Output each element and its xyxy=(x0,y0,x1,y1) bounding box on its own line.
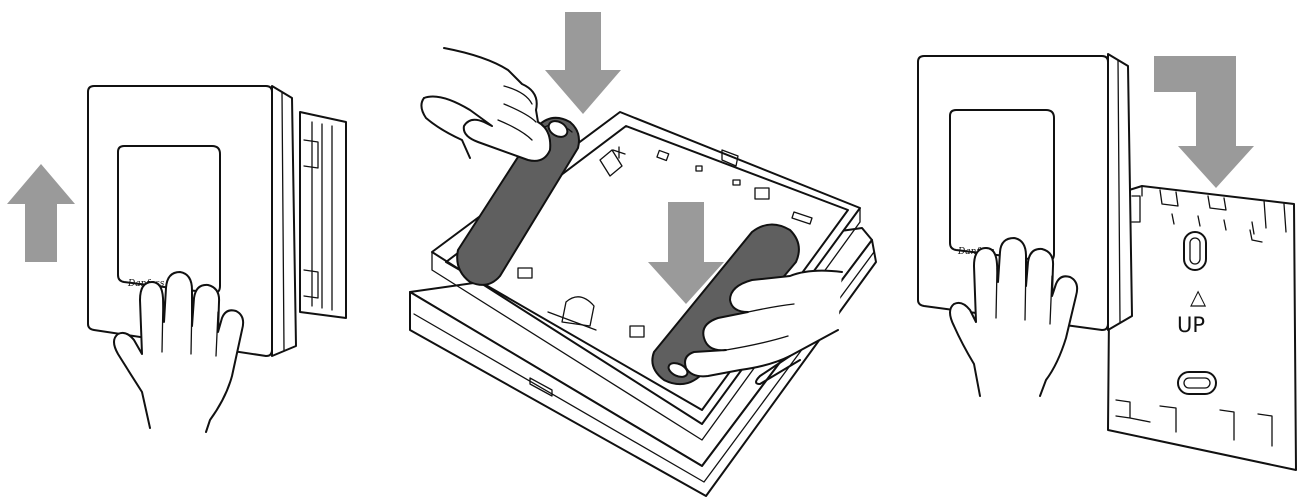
panel-2-insert-batteries xyxy=(410,12,876,496)
mounting-plate: △ UP xyxy=(1108,186,1296,470)
panel-1-remove-device: Danfoss xyxy=(7,86,346,432)
hand-icon xyxy=(421,48,550,161)
down-arrow-icon xyxy=(545,12,621,114)
up-arrow-symbol: △ xyxy=(1190,285,1207,309)
mounting-rail xyxy=(300,112,346,318)
up-arrow-icon xyxy=(7,164,75,262)
down-arrow-icon xyxy=(1154,56,1254,188)
panel-3-mount-device: △ UP Danfoss xyxy=(918,54,1296,470)
up-label: UP xyxy=(1177,313,1205,337)
